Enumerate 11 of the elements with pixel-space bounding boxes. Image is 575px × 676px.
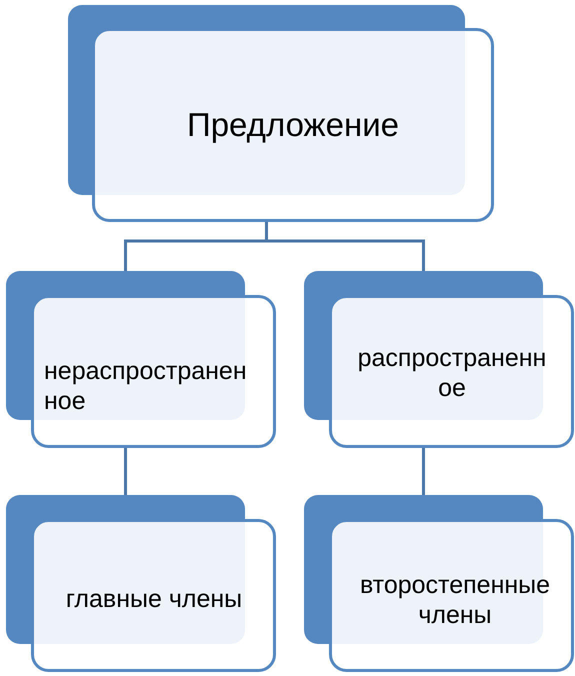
box-label: нераспространен ное — [44, 356, 248, 416]
process-box — [6, 495, 276, 672]
process-box — [68, 5, 494, 222]
process-box — [304, 495, 574, 672]
process-box — [6, 271, 276, 448]
connector-line — [422, 448, 425, 495]
process-box — [304, 271, 574, 448]
connector-line — [124, 448, 127, 495]
box-label: главные члены — [66, 584, 242, 614]
box-label: второстепенные члены — [358, 570, 552, 630]
box-label: распространенн ое — [356, 343, 548, 403]
